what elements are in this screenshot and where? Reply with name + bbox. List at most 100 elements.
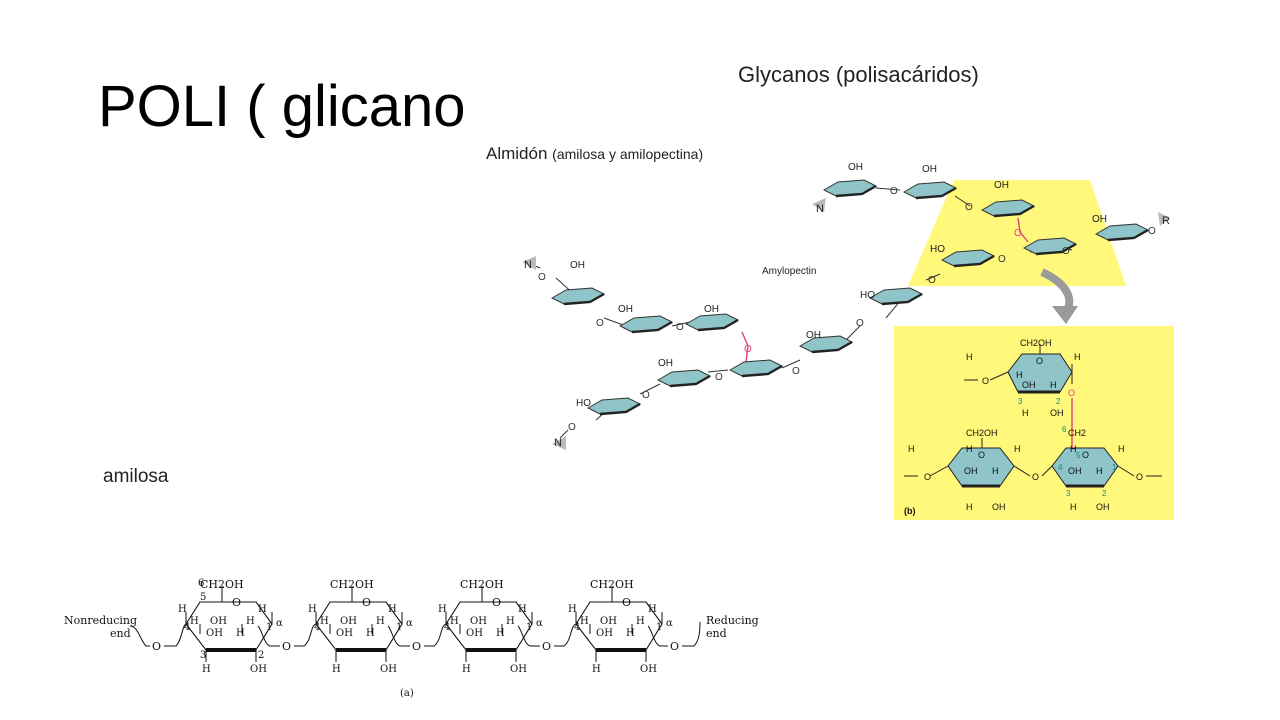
svg-text:O: O [978,450,985,460]
atom-h: H [258,604,267,615]
atom-h: H [202,664,211,675]
svg-text:O: O [568,422,576,433]
atom-h: H [496,628,505,639]
svg-text:O: O [642,390,650,401]
atom-h: H [438,604,447,615]
almidon-heading: Almidón (amilosa y amilopectina) [486,144,703,164]
svg-text:OH: OH [570,260,585,271]
atom-oh: OH [600,616,617,627]
svg-text:H: H [1070,502,1077,512]
svg-text:5: 5 [1076,451,1081,460]
svg-text:O: O [856,318,864,329]
svg-text:O: O [1014,228,1022,239]
svg-text:OH: OH [704,304,719,315]
amilosa-label: amilosa [103,466,169,487]
svg-text:CH2OH: CH2OH [966,428,998,438]
svg-text:Reducing: Reducing [706,614,759,627]
panel-b-label: (b) [904,506,916,516]
svg-text:OH: OH [992,502,1006,512]
svg-text:O: O [1062,246,1070,257]
svg-text:OH: OH [848,162,863,173]
amylopectin-diagram: OOO OOO OOO OOO OO O O OH OH OH OH OH OH… [522,162,1174,520]
carbon-number: 3 [200,650,206,661]
svg-text:H: H [1074,352,1081,362]
svg-text:H: H [1016,370,1023,380]
carbon-number: 1 [396,622,402,633]
atom-oh: OH [470,616,487,627]
svg-text:O: O [744,344,752,355]
almidon-label: Almidón [486,144,548,163]
carbon-number: 1 [656,622,662,633]
svg-text:3: 3 [1066,489,1071,498]
atom-oh: OH [380,664,397,675]
svg-text:R: R [1162,215,1170,227]
svg-text:CH2: CH2 [1068,428,1086,438]
atom-oh: OH [596,628,613,639]
atom-h: H [568,604,577,615]
slide-title: POLI ( glicano [98,74,466,139]
glycanos-heading: Glycanos (polisacáridos) [738,62,979,87]
atom-h: H [580,616,589,627]
atom-h: H [246,616,255,627]
alpha-label: α [276,618,283,629]
atom-h: H [388,604,397,615]
atom-h: H [648,604,657,615]
svg-text:O: O [792,366,800,377]
svg-text:H: H [966,444,973,454]
svg-text:O: O [1148,226,1156,237]
atom-h: H [236,628,245,639]
atom-h: H [450,616,459,627]
amylose-diagram: Nonreducing end Reducing end O O O O O C… [64,578,759,699]
atom-h: H [332,664,341,675]
atom-h: H [366,628,375,639]
svg-text:O: O [1136,472,1143,482]
svg-text:N: N [816,203,824,215]
svg-text:OH: OH [1050,408,1064,418]
svg-text:Nonreducing: Nonreducing [64,614,137,627]
svg-text:H: H [1118,444,1125,454]
atom-h: H [178,604,187,615]
svg-text:H: H [908,444,915,454]
svg-text:OH: OH [1068,466,1082,476]
svg-text:OH: OH [1092,214,1107,225]
svg-text:H: H [1014,444,1021,454]
atom-oh: OH [250,664,267,675]
almidon-subtitle: (amilosa y amilopectina) [552,146,704,162]
svg-text:OH: OH [806,330,821,341]
svg-text:OH: OH [618,304,633,315]
carbon-number: 6 [198,578,204,589]
svg-text:HO: HO [576,398,591,409]
svg-text:OH: OH [658,358,673,369]
carbon-number: 4 [444,622,450,633]
carbon-number: 1 [266,622,272,633]
svg-text:CH2OH: CH2OH [330,578,374,591]
svg-text:OH: OH [964,466,978,476]
svg-text:1: 1 [1112,463,1117,472]
svg-text:O: O [928,275,936,286]
svg-text:O: O [152,640,161,653]
alpha-label: α [406,618,413,629]
panel-a-label: (a) [400,688,414,699]
atom-h: H [626,628,635,639]
svg-text:O: O [1068,388,1075,398]
atom-h: H [506,616,515,627]
svg-text:H: H [1070,444,1077,454]
carbon-number: 5 [200,592,206,603]
svg-text:O: O [965,202,973,213]
alpha-label: α [536,618,543,629]
atom-oh: OH [210,616,227,627]
svg-text:H: H [1050,380,1057,390]
svg-text:O: O [542,640,551,653]
svg-text:O: O [670,640,679,653]
svg-text:2: 2 [1102,489,1107,498]
svg-text:O: O [924,472,931,482]
svg-text:CH2OH: CH2OH [590,578,634,591]
svg-text:O: O [982,376,989,386]
svg-text:O: O [998,254,1006,265]
amylopectin-label: Amylopectin [762,266,816,277]
svg-text:O: O [890,186,898,197]
atom-oh: OH [510,664,527,675]
atom-oh: OH [466,628,483,639]
svg-text:OH: OH [1022,380,1036,390]
svg-text:O: O [232,596,241,609]
